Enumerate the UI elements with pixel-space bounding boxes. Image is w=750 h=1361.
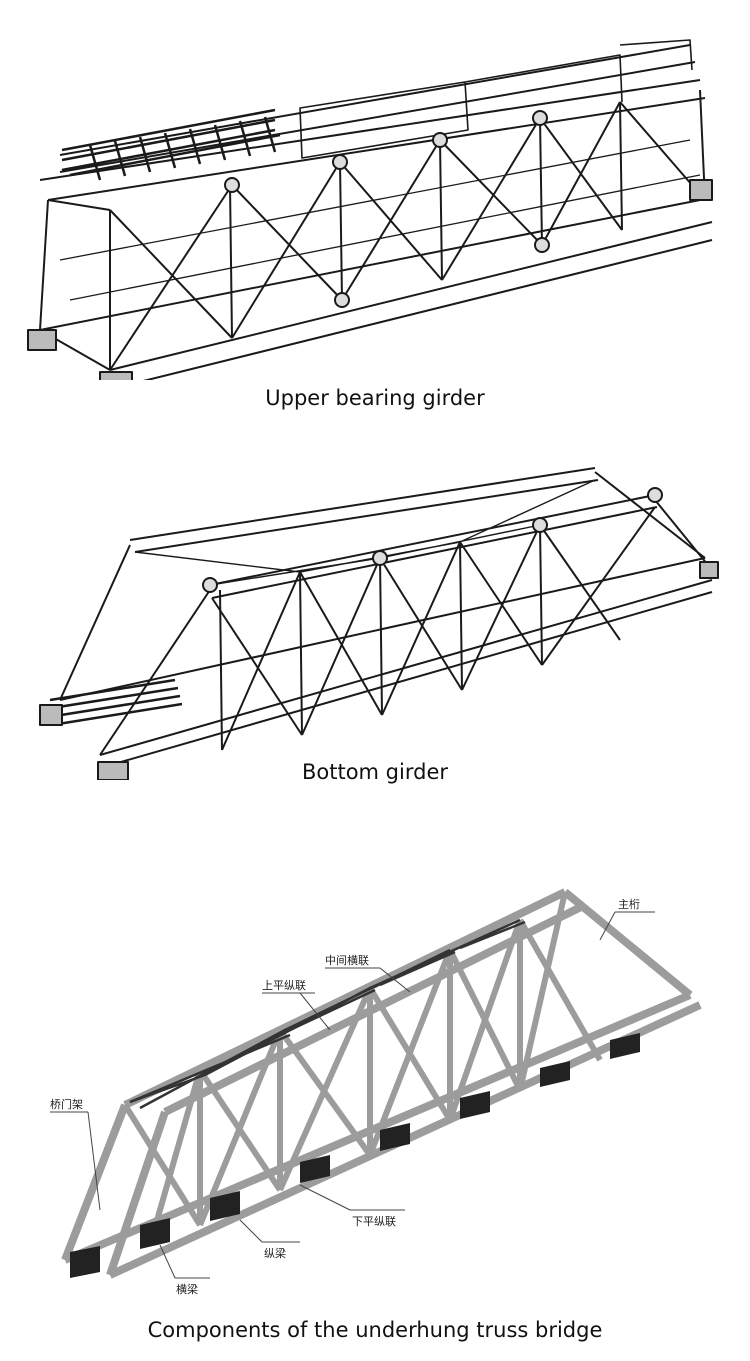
caption-upper-bearing-girder: Upper bearing girder xyxy=(265,386,485,410)
caption-underhung-truss-bridge: Components of the underhung truss bridge xyxy=(147,1318,603,1342)
upper-girder-drawing xyxy=(27,39,713,380)
label-main-truss: 主桁 xyxy=(618,897,640,911)
label-lower-lateral-bracing: 下平纵联 xyxy=(352,1215,396,1228)
label-cross-beam: 横梁 xyxy=(176,1282,198,1296)
bottom-girder-drawing xyxy=(39,467,719,780)
figure-underhung-truss-bridge: 主桁 中间横联 上平纵联 桥门架 下平纵联 纵梁 横梁 Components o… xyxy=(0,880,750,1361)
figure-bottom-girder: Bottom girder xyxy=(0,450,750,810)
figure-upper-bearing-girder: Upper bearing girder xyxy=(0,0,750,430)
truss-bridge-drawing: 主桁 中间横联 上平纵联 桥门架 下平纵联 纵梁 横梁 xyxy=(50,888,702,1296)
label-middle-cross-bracing: 中间横联 xyxy=(325,953,369,967)
label-upper-lateral-bracing: 上平纵联 xyxy=(262,979,306,992)
label-portal-frame: 桥门架 xyxy=(50,1097,83,1111)
label-stringer: 纵梁 xyxy=(264,1246,286,1260)
caption-bottom-girder: Bottom girder xyxy=(301,760,448,784)
